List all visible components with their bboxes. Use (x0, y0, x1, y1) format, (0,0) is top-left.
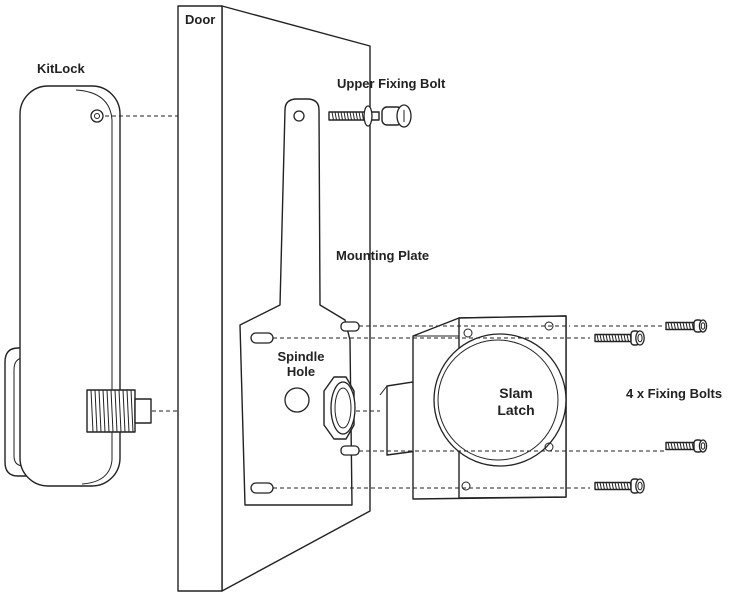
kitlock-label: KitLock (37, 61, 85, 76)
slam-latch-label: Slam Latch (486, 385, 546, 419)
fixing-bolts-group (594, 319, 708, 494)
fixing-bolt-icon (665, 319, 708, 333)
upper-fixing-bolt (328, 104, 412, 128)
spindle-hole-label-line2: Hole (286, 364, 316, 379)
fixing-bolt-icon (594, 478, 645, 494)
slam-latch-label-line2: Latch (497, 402, 535, 418)
mounting-plate-label: Mounting Plate (336, 248, 430, 263)
door-label: Door (185, 12, 216, 27)
spindle-hole-label-line1: Spindle (277, 349, 325, 364)
kitlock-body (4, 85, 121, 487)
slam-latch (379, 315, 567, 500)
fixing-bolt-icon (594, 330, 645, 346)
spindle-hole-label: Spindle Hole (268, 349, 334, 379)
kitlock-spindle (86, 389, 152, 433)
slam-latch-label-line1: Slam (499, 385, 533, 401)
upper-fixing-bolt-label: Upper Fixing Bolt (337, 76, 446, 91)
spindle-nut (323, 376, 356, 440)
fixing-bolts-label: 4 x Fixing Bolts (626, 386, 723, 401)
alignment-lines (105, 115, 664, 489)
fixing-bolt-icon (665, 439, 708, 453)
